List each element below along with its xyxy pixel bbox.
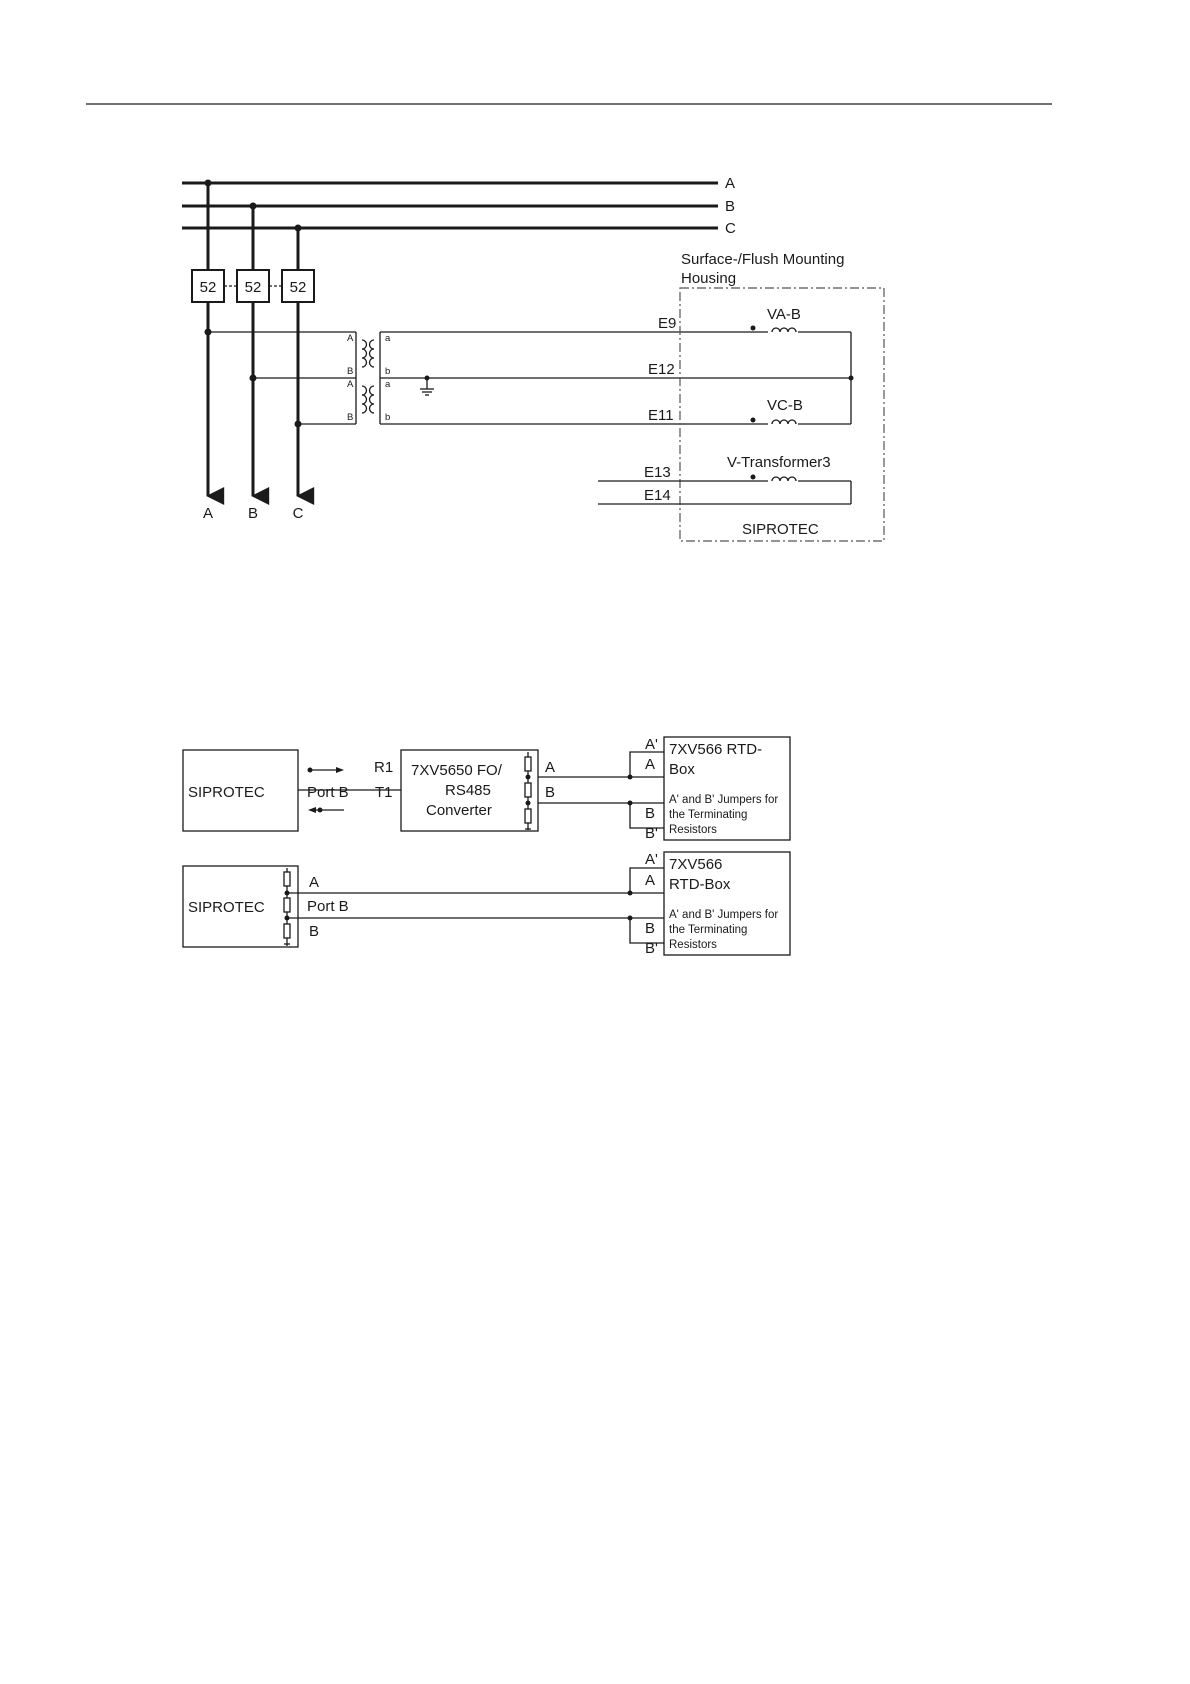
rtd-box <box>663 851 791 956</box>
rtd-title: 7XV566 <box>669 856 722 873</box>
a-label: A <box>645 756 655 773</box>
termination-resistors <box>524 752 532 830</box>
a-prime-label: A' <box>645 736 658 753</box>
vt-terminal: A <box>347 379 354 390</box>
b-prime-label: B' <box>645 825 658 842</box>
port-label: Port B <box>307 784 349 801</box>
resistor-icon <box>524 782 532 798</box>
housing-label: Housing <box>681 270 736 287</box>
converter-label: RS485 <box>445 782 491 799</box>
rtd-note: A' and B' Jumpers for <box>669 794 778 806</box>
resistor-icon <box>283 923 291 939</box>
vt-winding-2 <box>361 385 375 414</box>
voltage-transformer-diagram: A B C 52 52 52 A B C <box>182 175 885 542</box>
coil-label: VC-B <box>767 397 803 414</box>
rx-label: R1 <box>374 759 393 776</box>
coil-v-transformer3 <box>750 471 798 485</box>
terminal-e9: E9 <box>658 315 676 332</box>
b-prime-label: B' <box>645 940 658 957</box>
coil-label: VA-B <box>767 306 801 323</box>
vt-terminal: B <box>347 366 353 377</box>
breaker-label: 52 <box>200 279 217 296</box>
busbar-label-a: A <box>725 175 735 192</box>
device-label: SIPROTEC <box>188 784 265 801</box>
device-label: SIPROTEC <box>188 899 265 916</box>
siprotec-box <box>182 865 299 948</box>
termination-resistors <box>283 868 291 946</box>
output-label-b: B <box>248 505 258 522</box>
tx-label: T1 <box>375 784 393 801</box>
terminal-e12: E12 <box>648 361 675 378</box>
converter-label: Converter <box>426 802 492 819</box>
vt-terminal: a <box>385 379 391 390</box>
coil-va-b <box>750 322 798 336</box>
housing-boundary <box>679 287 885 542</box>
rtd-title: 7XV566 RTD- <box>669 741 762 758</box>
line-label-a: A <box>545 759 555 776</box>
resistor-icon <box>524 808 532 824</box>
resistor-icon <box>283 871 291 887</box>
line-label-a: A <box>309 874 319 891</box>
breaker-label: 52 <box>290 279 307 296</box>
tx-arrow-icon <box>308 807 344 813</box>
a-prime-label: A' <box>645 851 658 868</box>
breaker-label: 52 <box>245 279 262 296</box>
output-label-a: A <box>203 505 213 522</box>
rtd-note: Resistors <box>669 824 717 836</box>
rtd-note: the Terminating <box>669 809 747 821</box>
vt-winding-1 <box>361 339 375 368</box>
rtd-note: the Terminating <box>669 924 747 936</box>
breaker-52-a <box>191 269 225 303</box>
port-label: Port B <box>307 898 349 915</box>
b-label: B <box>645 805 655 822</box>
housing-label: Surface-/Flush Mounting <box>681 251 844 268</box>
b-label: B <box>645 920 655 937</box>
coil-vc-b <box>750 414 798 428</box>
terminal-e14: E14 <box>644 487 671 504</box>
busbar-label-b: B <box>725 198 735 215</box>
vt-terminal: A <box>347 333 354 344</box>
device-label: SIPROTEC <box>742 521 819 538</box>
resistor-icon <box>283 897 291 913</box>
line-label-b: B <box>545 784 555 801</box>
vt-terminal: B <box>347 412 353 423</box>
rtd-title: Box <box>669 761 695 778</box>
vt-terminal: b <box>385 412 390 423</box>
converter-label: 7XV5650 FO/ <box>411 762 503 779</box>
resistor-icon <box>524 756 532 772</box>
terminal-e11: E11 <box>648 407 674 424</box>
rtd-box <box>663 736 791 841</box>
converter-box <box>400 749 539 832</box>
rtd-note: Resistors <box>669 939 717 951</box>
rtd-note: A' and B' Jumpers for <box>669 909 778 921</box>
a-label: A <box>645 872 655 889</box>
fo-converter-diagram: SIPROTEC Port B R1 T1 7XV5650 FO/ RS485 … <box>182 736 791 842</box>
terminal-e13: E13 <box>644 464 671 481</box>
ground-icon <box>420 375 434 396</box>
coil-label: V-Transformer3 <box>727 454 831 471</box>
direct-rs485-diagram: SIPROTEC A Port B B A' A B B' 7XV566 RTD… <box>182 851 791 957</box>
rx-arrow-icon <box>307 767 344 773</box>
siprotec-box <box>182 749 299 832</box>
vt-terminal: a <box>385 333 391 344</box>
line-label-b: B <box>309 923 319 940</box>
rtd-title: RTD-Box <box>669 876 731 893</box>
vt-terminal: b <box>385 366 390 377</box>
busbar-label-c: C <box>725 220 736 237</box>
output-label-c: C <box>293 505 304 522</box>
